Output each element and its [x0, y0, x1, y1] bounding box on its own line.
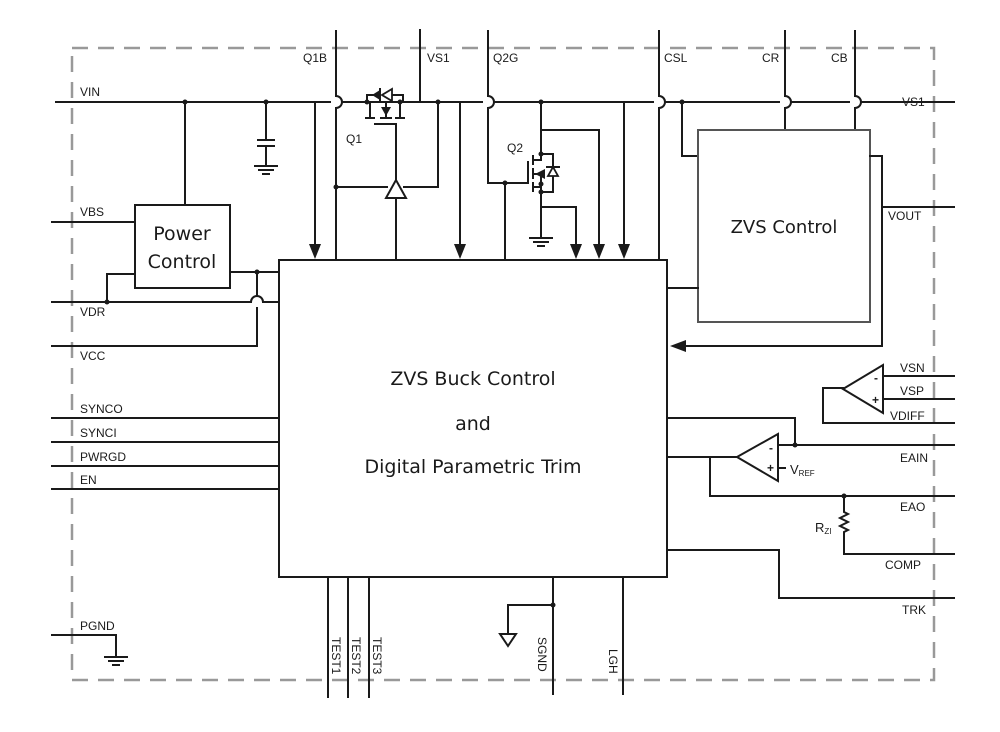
ground-icon: [254, 165, 278, 175]
q1-mosfet-icon: [365, 87, 405, 187]
pin-label-vsn: VSN: [900, 361, 925, 375]
rzi-label: RZI: [815, 520, 832, 536]
junction-dot: [792, 442, 798, 448]
power-control-block: [134, 204, 231, 289]
zvs-control-label: ZVS Control: [731, 217, 838, 238]
pin-label-pgnd: PGND: [80, 619, 115, 633]
pin-label-synci: SYNCI: [80, 426, 117, 440]
main-block-label-line1: ZVS Buck Control: [390, 368, 555, 390]
power-control-label-line1: Power: [153, 223, 211, 245]
error-amp-triangle-icon: [734, 432, 779, 483]
main-block-label-line2: and: [455, 413, 491, 435]
pin-label-vbs: VBS: [80, 205, 104, 219]
cr-wire: [784, 30, 792, 130]
pgnd-wire: [51, 634, 117, 657]
ground-icon: [104, 656, 128, 666]
vcc-wire: [51, 271, 258, 347]
power-control-label-line2: Control: [148, 251, 217, 273]
pin-label-vout: VOUT: [888, 209, 922, 223]
pin-label-vin: VIN: [80, 85, 100, 99]
package-border: [70, 46, 936, 682]
pin-label-synco: SYNCO: [80, 402, 123, 416]
error-amp-plus: +: [767, 461, 774, 475]
junction-dot: [104, 299, 110, 305]
pin-label-test2: TEST2: [349, 637, 363, 675]
junction-dot: [502, 180, 508, 186]
vref-label: VREF: [790, 462, 815, 478]
ground-icon: [529, 237, 553, 247]
junction-dot: [333, 184, 339, 190]
signal-ground-icon: [498, 633, 518, 648]
main-block-label-line3: Digital Parametric Trim: [365, 456, 582, 478]
q2-mosfet-icon: [527, 99, 560, 197]
pin-label-en: EN: [80, 473, 97, 487]
arrow-left-icon: [670, 340, 686, 352]
pin-label-sgnd: SGND: [535, 637, 549, 672]
arrow-down-icon: [309, 244, 321, 259]
pin-label-eao: EAO: [900, 500, 925, 514]
rzi-resistor-icon: [837, 495, 955, 555]
junction-dot: [364, 99, 370, 105]
pin-label-trk: TRK: [902, 603, 926, 617]
buffer-triangle-icon: [384, 177, 408, 199]
q1b-wire: [335, 30, 343, 260]
ea-feedback-wire: [666, 417, 796, 446]
eao-wire: [709, 456, 955, 497]
zvs-control-block: [697, 129, 871, 323]
pin-label-eain: EAIN: [900, 451, 928, 465]
junction-dot: [263, 99, 269, 105]
cb-wire: [854, 30, 862, 130]
pin-label-vdr: VDR: [80, 305, 106, 319]
zvs-feedback-wire: [685, 155, 883, 347]
pin-label-cb: CB: [831, 51, 848, 65]
q2-source-sense: [540, 206, 577, 247]
pin-label-vs1-right: VS1: [902, 95, 925, 109]
arrow-down-icon: [570, 244, 582, 259]
sgnd-ground-link: [507, 604, 554, 635]
pin-label-lgh: LGH: [606, 649, 620, 674]
pin-label-vcc: VCC: [80, 349, 106, 363]
junction-dot: [435, 99, 441, 105]
pin-label-vsp: VSP: [900, 384, 924, 398]
diff-amp-minus: -: [874, 371, 878, 385]
pin-label-q1b: Q1B: [303, 51, 327, 65]
label-q1: Q1: [346, 132, 362, 146]
vdr-power-link: [106, 273, 136, 303]
q1-driver-feedback: [403, 101, 439, 188]
diff-amp-plus: +: [872, 393, 879, 407]
vdiff-wire: [822, 387, 955, 424]
junction-dot: [679, 99, 685, 105]
pin-label-pwrgd: PWRGD: [80, 450, 126, 464]
arrow-down-icon: [454, 244, 466, 259]
pin-label-vs1-top: VS1: [427, 51, 450, 65]
pin-label-cr: CR: [762, 51, 780, 65]
trk-wire: [666, 549, 955, 599]
zvs-input-wire: [681, 101, 699, 157]
vdr-wire: [51, 295, 280, 303]
q2-drain-sense: [540, 129, 600, 247]
pin-label-test1: TEST1: [329, 637, 343, 675]
pin-label-csl: CSL: [664, 51, 688, 65]
pin-label-vdiff: VDIFF: [890, 409, 925, 423]
label-q2: Q2: [507, 141, 523, 155]
diff-amp-triangle-icon: [841, 363, 884, 415]
pin-label-test3: TEST3: [370, 637, 384, 675]
junction-dot: [182, 99, 188, 105]
arrow-down-icon: [618, 244, 630, 259]
error-amp-minus: -: [769, 441, 773, 455]
junction-dot: [397, 99, 403, 105]
zvs-buck-control-block: [278, 259, 668, 578]
arrow-down-icon: [593, 244, 605, 259]
pin-label-q2g: Q2G: [493, 51, 518, 65]
pin-label-comp: COMP: [885, 558, 921, 572]
